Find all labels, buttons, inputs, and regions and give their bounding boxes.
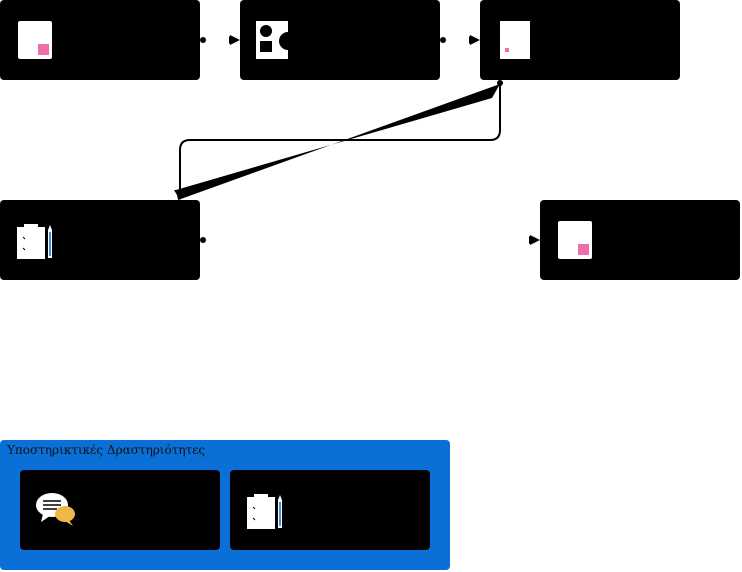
- chat-bubbles-icon: [36, 493, 75, 526]
- process-node-2[interactable]: [240, 0, 440, 80]
- support-node-2[interactable]: [230, 470, 430, 550]
- document-icon: [18, 21, 52, 59]
- clipboard-icon: [17, 224, 52, 259]
- process-node-4[interactable]: [0, 200, 200, 280]
- support-activities-group: Υποστηρικτικές Δραστηριότητες: [0, 440, 450, 570]
- group-title: Υποστηρικτικές Δραστηριότητες: [7, 443, 206, 457]
- process-node-5[interactable]: [540, 200, 740, 280]
- document-icon: [558, 221, 592, 259]
- process-node-1[interactable]: [0, 0, 200, 80]
- document-icon: [500, 21, 530, 59]
- connector-4-5: [200, 235, 540, 245]
- process-node-3[interactable]: [480, 0, 680, 80]
- connector-3-4: [174, 80, 503, 200]
- support-node-1[interactable]: [20, 470, 220, 550]
- shapes-icon: [256, 21, 297, 59]
- clipboard-icon: [247, 494, 282, 529]
